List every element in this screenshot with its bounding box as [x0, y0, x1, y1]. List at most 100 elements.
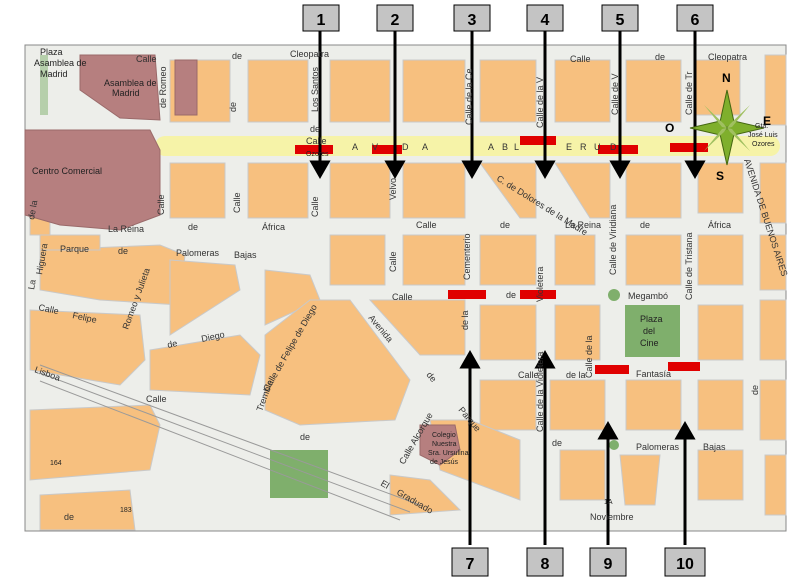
- marker-red: [598, 145, 638, 154]
- label-plaza-asamblea-2: Asamblea de: [34, 58, 87, 68]
- block: [549, 379, 606, 431]
- label-gta-2: José Luis: [748, 132, 778, 139]
- block: [759, 379, 787, 441]
- block: [247, 59, 309, 123]
- label-avenida-8: R: [580, 142, 587, 152]
- block: [759, 299, 787, 361]
- label-los-santos-2: Calle: [306, 136, 327, 146]
- label-los-santos-3: de: [310, 124, 320, 134]
- label-avenida-5: B: [502, 142, 508, 152]
- label-num-164: 164: [50, 460, 62, 467]
- label-higuera-1: La: [26, 279, 38, 291]
- block: [625, 59, 682, 123]
- rail-lines: [39, 364, 421, 521]
- label-reina-3: de: [640, 220, 650, 230]
- block: [402, 162, 466, 219]
- label-los-santos-1: Los Santos: [310, 66, 320, 112]
- plaza-del-cine-green: [625, 305, 680, 357]
- label-de-africa-left-1: de: [188, 222, 198, 232]
- label-palomeras-1: Palomeras: [176, 248, 220, 258]
- label-meganbo: Megambó: [628, 291, 668, 301]
- block: [479, 162, 537, 219]
- label-gta-1: Gta.: [755, 123, 768, 130]
- callout-2: 2: [391, 12, 400, 29]
- label-noviembre: Noviembre: [590, 512, 634, 522]
- label-calle-left-1: Calle: [156, 194, 166, 215]
- roundabout-green: [608, 289, 620, 301]
- label-cleopatra-1: Calle: [136, 54, 157, 64]
- label-viridiana: Calle de Viridiana: [608, 205, 618, 275]
- block: [619, 454, 661, 506]
- block: [29, 404, 161, 481]
- label-plaza-cine-1: Plaza: [640, 314, 663, 324]
- callout-6: 6: [691, 12, 700, 29]
- block: [697, 234, 744, 286]
- label-avenida-7: E: [566, 142, 572, 152]
- block: [625, 234, 682, 286]
- block: [764, 454, 787, 516]
- label-calle-de-v: Calle de V: [610, 73, 620, 115]
- block: [479, 379, 537, 431]
- label-avenida-0: A: [352, 142, 358, 152]
- marker-red: [372, 145, 402, 154]
- arrows-top: [309, 28, 706, 180]
- callout-boxes-bottom: 7 8 9 10: [451, 547, 706, 577]
- label-calle-de-ce: Calle de la Ce: [464, 68, 474, 125]
- block: [29, 309, 146, 386]
- label-de-la-higuera: de la: [26, 199, 39, 220]
- block: [402, 59, 466, 123]
- block: [759, 234, 787, 291]
- label-cleopatra-2: de: [232, 51, 242, 61]
- label-palomeras-2: Bajas: [234, 250, 257, 260]
- label-plaza-asamblea-1: Plaza: [40, 47, 63, 57]
- label-cleopatra-3: Cleopatra: [290, 49, 329, 59]
- label-fantasia-1: Calle: [518, 370, 539, 380]
- label-avenida-3: A: [422, 142, 428, 152]
- label-parque-de-2: de: [118, 246, 128, 256]
- block: [554, 304, 601, 361]
- sports-field: [270, 450, 328, 498]
- block: [402, 234, 466, 286]
- marker-red: [670, 143, 708, 152]
- label-avenida-10: D: [610, 142, 617, 152]
- block: [479, 304, 537, 361]
- label-calle-left-2: Calle: [232, 192, 242, 213]
- label-centro-comercial: Centro Comercial: [32, 166, 102, 176]
- label-calle-bottom: Calle: [146, 394, 167, 404]
- callout-1: 1: [317, 12, 326, 29]
- label-colegio-2: Nuestra: [432, 441, 457, 448]
- label-calle-right-de: de: [750, 385, 760, 395]
- label-asamblea-1: Asamblea de: [104, 78, 157, 88]
- label-violetera: Violetera: [535, 267, 545, 302]
- callout-10: 10: [676, 556, 694, 573]
- label-avenida-1: V: [372, 142, 378, 152]
- block: [479, 59, 537, 123]
- label-tristana: Calle de Tristana: [684, 232, 694, 300]
- block: [479, 234, 537, 286]
- label-fantasia-3: Fantasía: [636, 369, 671, 379]
- marker-red: [448, 290, 486, 299]
- label-plaza-cine-3: Cine: [640, 338, 659, 348]
- label-calle-felipe-1: Calle: [38, 302, 60, 316]
- block: [554, 162, 611, 219]
- block: [39, 234, 101, 251]
- label-de-vertical: de: [228, 102, 238, 112]
- label-de-e: de: [64, 512, 74, 522]
- label-calle-vertical: Calle: [388, 251, 398, 272]
- label-calle-label-2: Calle: [570, 54, 591, 64]
- label-de-africa-left-2: África: [262, 222, 285, 232]
- marker-red: [295, 145, 333, 154]
- callout-3: 3: [468, 12, 477, 29]
- street-markers: [295, 136, 708, 374]
- marker-red: [520, 290, 556, 299]
- callout-7: 7: [466, 556, 475, 573]
- label-fantasia-2: de la: [566, 370, 586, 380]
- label-gta-left: Ozores: [306, 151, 329, 158]
- label-calle-de-la-top: Calle de la: [584, 335, 594, 378]
- label-avenida-6: L: [514, 142, 519, 152]
- label-de-bottom: de: [300, 432, 310, 442]
- label-avenida-2: D: [402, 142, 409, 152]
- compass-rose-icon: N S E O: [665, 71, 771, 183]
- block: [764, 54, 787, 126]
